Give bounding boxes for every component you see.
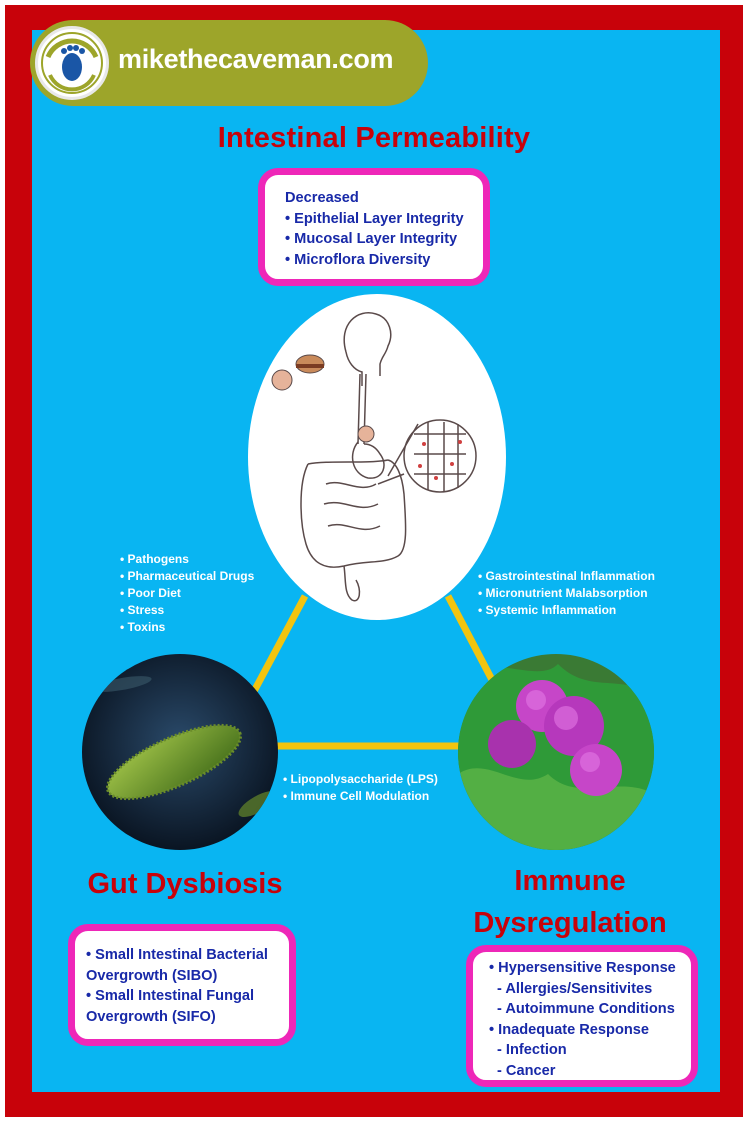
triangle-line-left bbox=[248, 594, 309, 697]
list-item: • Inadequate Response bbox=[489, 1021, 650, 1038]
food-icon bbox=[271, 369, 293, 391]
list-item: • Gastrointestinal Inflammation bbox=[478, 569, 655, 583]
box-heading: Decreased bbox=[285, 190, 359, 206]
title-line: Dysregulation bbox=[473, 907, 667, 939]
anatomy-oval bbox=[248, 294, 506, 620]
burger-icon bbox=[295, 354, 325, 374]
digestive-system-illustration bbox=[271, 312, 477, 602]
effects-list: • Gastrointestinal Inflammation • Micron… bbox=[478, 568, 655, 619]
bacteria-image bbox=[82, 654, 278, 850]
list-item: • Small Intestinal Fungal bbox=[86, 988, 255, 1004]
list-item: • Lipopolysaccharide (LPS) bbox=[283, 772, 438, 786]
list-item: • Poor Diet bbox=[120, 586, 181, 600]
logo-icon bbox=[35, 26, 109, 100]
list-item: Overgrowth (SIBO) bbox=[86, 967, 218, 984]
list-item: • Systemic Inflammation bbox=[478, 603, 617, 617]
intestinal-permeability-title: Intestinal Permeability bbox=[217, 122, 531, 154]
list-item: • Stress bbox=[120, 603, 165, 617]
list-item: • Hypersensitive Response bbox=[489, 960, 676, 976]
causes-list: • Pathogens • Pharmaceutical Drugs • Poo… bbox=[120, 551, 254, 636]
list-item: • Pathogens bbox=[120, 552, 189, 566]
list-item: • Small Intestinal Bacterial bbox=[86, 947, 268, 963]
list-item: - Allergies/Sensitivites bbox=[497, 980, 653, 997]
list-item: • Micronutrient Malabsorption bbox=[478, 586, 648, 600]
list-item: - Infection bbox=[497, 1042, 567, 1058]
microbe-cell-image bbox=[458, 654, 654, 850]
list-item: • Immune Cell Modulation bbox=[283, 789, 430, 803]
intestinal-permeability-box: Decreased • Epithelial Layer Integrity •… bbox=[258, 168, 490, 286]
list-item: • Toxins bbox=[120, 620, 166, 634]
immune-dysregulation-title: Immune Dysregulation bbox=[470, 860, 670, 944]
list-item: • Microflora Diversity bbox=[285, 251, 431, 268]
immune-dysregulation-box: • Hypersensitive Response - Allergies/Se… bbox=[466, 945, 698, 1087]
list-item: • Mucosal Layer Integrity bbox=[285, 231, 458, 247]
gut-dysbiosis-title: Gut Dysbiosis bbox=[87, 868, 283, 900]
list-item: - Cancer bbox=[497, 1062, 556, 1079]
site-url[interactable]: mikethecaveman.com bbox=[118, 44, 394, 74]
gut-dysbiosis-box: • Small Intestinal Bacterial Overgrowth … bbox=[68, 924, 296, 1046]
list-item: • Pharmaceutical Drugs bbox=[120, 569, 255, 583]
title-line: Immune bbox=[514, 865, 626, 897]
list-item: - Autoimmune Conditions bbox=[497, 1001, 675, 1017]
list-item: Overgrowth (SIFO) bbox=[86, 1008, 216, 1025]
list-item: • Epithelial Layer Integrity bbox=[285, 210, 464, 227]
links-list: • Lipopolysaccharide (LPS) • Immune Cell… bbox=[283, 771, 438, 805]
